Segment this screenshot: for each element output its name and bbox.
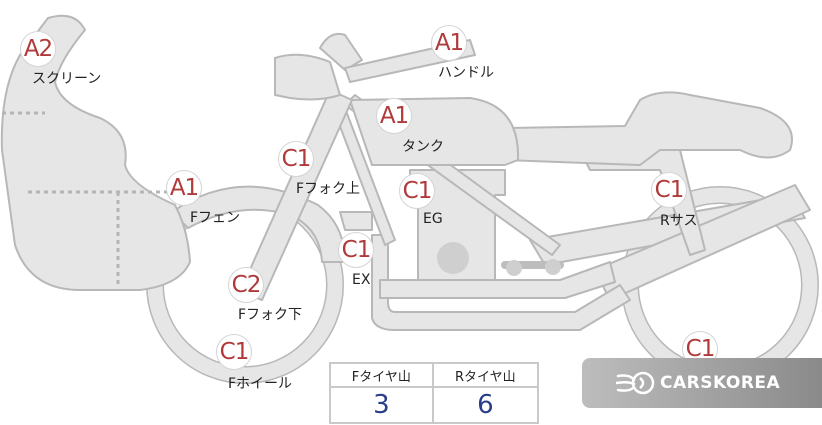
brand-name: CARSKOREA bbox=[660, 373, 781, 393]
rear-tire-value: 6 bbox=[431, 386, 540, 424]
r-suspension-grade-badge: C1 bbox=[651, 172, 687, 208]
engine-label: EG bbox=[423, 211, 443, 227]
f-fork-upper-grade-badge: C1 bbox=[278, 141, 314, 177]
f-wheel-grade-badge: C1 bbox=[216, 334, 252, 370]
screen-label: スクリーン bbox=[32, 71, 102, 87]
tank-grade-badge: A1 bbox=[376, 98, 412, 134]
f-fender-grade-badge: A1 bbox=[166, 170, 202, 206]
exhaust-label: EX bbox=[352, 272, 371, 288]
r-suspension-label: Rサス bbox=[660, 213, 698, 229]
f-wheel-label: Fホイール bbox=[228, 376, 293, 392]
front-tire-header: Fタイヤ山 bbox=[329, 362, 434, 388]
rear-tire-header: Rタイヤ山 bbox=[431, 362, 540, 388]
carskorea-logo-icon bbox=[614, 358, 658, 408]
screen-grade-badge: A2 bbox=[20, 31, 56, 67]
tank-label: タンク bbox=[402, 139, 444, 155]
handle-grade-badge: A1 bbox=[431, 25, 467, 61]
tire-tread-table: Fタイヤ山 Rタイヤ山 3 6 bbox=[329, 362, 540, 424]
f-fork-upper-label: Fフォク上 bbox=[296, 181, 361, 197]
brand-watermark: CARSKOREA bbox=[582, 358, 822, 408]
front-tire-value: 3 bbox=[329, 386, 434, 424]
handle-label: ハンドル bbox=[438, 65, 494, 81]
f-fork-lower-grade-badge: C2 bbox=[228, 267, 264, 303]
engine-grade-badge: C1 bbox=[399, 173, 435, 209]
exhaust-grade-badge: C1 bbox=[338, 232, 374, 268]
f-fork-lower-label: Fフォク下 bbox=[238, 307, 303, 323]
f-fender-label: Fフェン bbox=[190, 210, 241, 226]
